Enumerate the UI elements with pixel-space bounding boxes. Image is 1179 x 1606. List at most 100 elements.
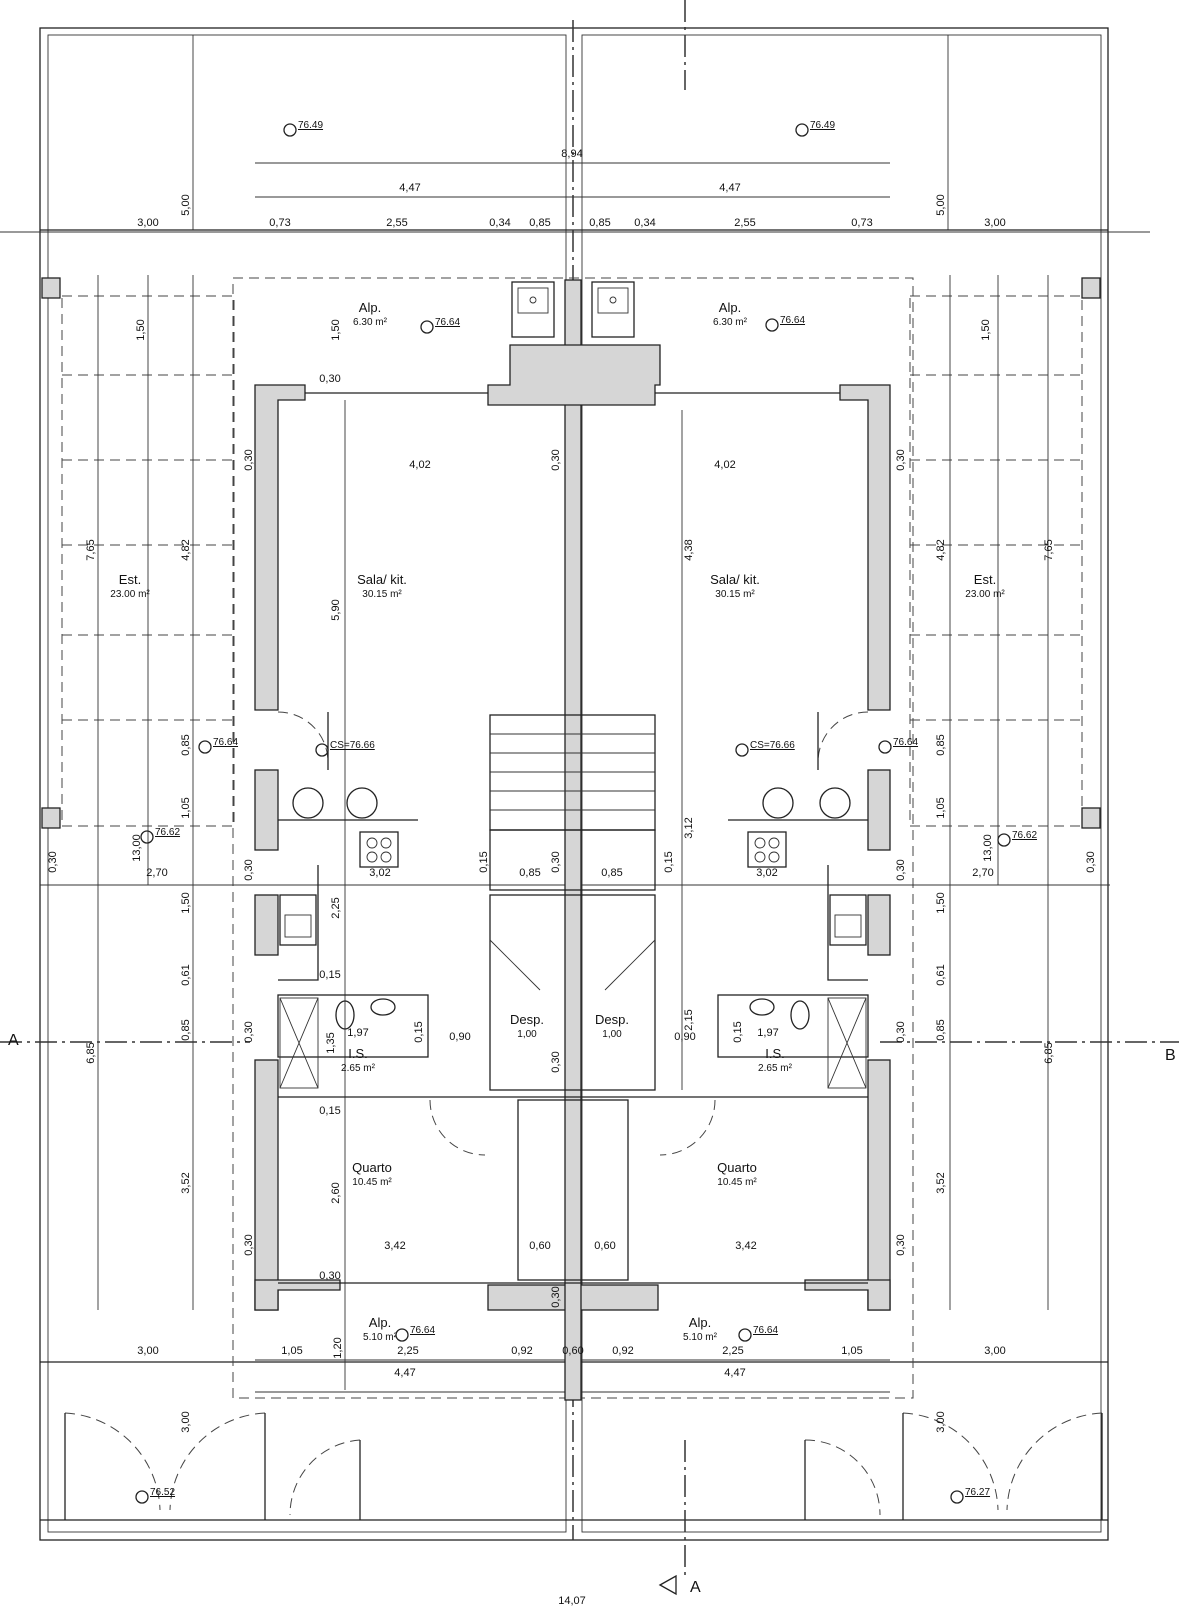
- dimension-label: 3,00: [984, 1345, 1005, 1357]
- room-name: I.S.: [765, 1046, 785, 1061]
- level-label: 76.64: [213, 737, 238, 748]
- dimension-label: 0,30: [319, 373, 340, 385]
- dimension-label: 5,00: [180, 194, 192, 215]
- dimension-label: 3,02: [756, 867, 777, 879]
- door-swings: [64, 711, 1103, 1520]
- dimension-label: 7,65: [1043, 539, 1055, 560]
- dimension-label: 0,85: [589, 217, 610, 229]
- dimension-lines: [0, 162, 1150, 1393]
- level-label: 76.64: [780, 315, 805, 326]
- dimension-label: 3,00: [137, 1345, 158, 1357]
- dimension-label: 0,30: [243, 859, 255, 880]
- room-name: Quarto: [717, 1160, 757, 1175]
- dimension-label: 0,30: [1085, 851, 1097, 872]
- dimension-label: 0,30: [550, 1286, 562, 1307]
- section-mark-label: A: [8, 1032, 19, 1049]
- dimension-label: 3,42: [735, 1240, 756, 1252]
- level-marker-icon: [878, 740, 892, 754]
- dimension-label: 0,85: [180, 734, 192, 755]
- dimension-label: 0,60: [529, 1240, 550, 1252]
- lot-boundary: [39, 27, 1109, 1541]
- room-name: Quarto: [352, 1160, 392, 1175]
- section-mark-label: A: [690, 1579, 701, 1596]
- dimension-label: 1,50: [935, 892, 947, 913]
- dimension-label: 0,30: [319, 1270, 340, 1282]
- dimension-label: 0,30: [47, 851, 59, 872]
- level-label: 76.64: [435, 317, 460, 328]
- dimension-label: 3,00: [137, 217, 158, 229]
- dimension-label: 0,30: [243, 1021, 255, 1042]
- room-area: 5.10 m²: [683, 1332, 718, 1343]
- room-name: Desp.: [595, 1012, 629, 1027]
- dimension-label: 0,15: [413, 1021, 425, 1042]
- dimension-label: 0,92: [612, 1345, 633, 1357]
- dimension-label: 0,30: [550, 1051, 562, 1072]
- level-label: CS=76.66: [750, 740, 795, 751]
- dimension-label: 0,30: [895, 449, 907, 470]
- dimension-label: 1,05: [841, 1345, 862, 1357]
- dimension-label: 0,60: [594, 1240, 615, 1252]
- dimension-label: 1,50: [980, 319, 992, 340]
- level-label: 76.62: [155, 827, 180, 838]
- level-marker-icon: [315, 743, 329, 757]
- dimension-label: 0,73: [851, 217, 872, 229]
- level-label: 76.64: [410, 1325, 435, 1336]
- dimension-label: 0,85: [935, 1019, 947, 1040]
- dimension-label: 3,52: [935, 1172, 947, 1193]
- dimension-label: 0,15: [319, 969, 340, 981]
- dimension-label: 1,97: [757, 1027, 778, 1039]
- dimension-label: 3,00: [180, 1411, 192, 1432]
- room-area: 23.00 m²: [965, 589, 1005, 600]
- dimension-label: 6,85: [1043, 1042, 1055, 1063]
- dimension-label: 0,92: [511, 1345, 532, 1357]
- dimension-label: 0,30: [550, 851, 562, 872]
- room-area: 30.15 m²: [362, 589, 402, 600]
- dimension-label: 0,73: [269, 217, 290, 229]
- dimension-label: 6,85: [85, 1042, 97, 1063]
- dimension-label: 3,00: [935, 1411, 947, 1432]
- room-area: 5.10 m²: [363, 1332, 398, 1343]
- dimension-label: 1,05: [935, 797, 947, 818]
- dimension-label: 0,15: [663, 851, 675, 872]
- dimension-label: 2,60: [330, 1182, 342, 1203]
- room-area: 1,00: [517, 1029, 537, 1040]
- dimension-label: 4,82: [180, 539, 192, 560]
- dimension-label: 0,30: [895, 1021, 907, 1042]
- dimension-label: 3,52: [180, 1172, 192, 1193]
- level-marker-icon: [950, 1490, 964, 1504]
- level-marker-icon: [135, 1490, 149, 1504]
- dimension-label: 1,20: [332, 1337, 344, 1358]
- dimension-label: 0,61: [180, 964, 192, 985]
- dimension-label: 4,02: [714, 459, 735, 471]
- dimension-label: 0,34: [634, 217, 655, 229]
- room-area: 10.45 m²: [717, 1177, 757, 1188]
- dimension-label: 3,42: [384, 1240, 405, 1252]
- dimension-label: 1,35: [325, 1032, 337, 1053]
- room-name: Sala/ kit.: [710, 572, 760, 587]
- dimension-label: 4,82: [935, 539, 947, 560]
- dimension-label: 1,50: [180, 892, 192, 913]
- room-area: 10.45 m²: [352, 1177, 392, 1188]
- dimension-label: 4,47: [724, 1367, 745, 1379]
- dimension-label: 0,85: [935, 734, 947, 755]
- dimension-label: 4,47: [719, 182, 740, 194]
- dimension-label: 0,85: [519, 867, 540, 879]
- level-marker-icon: [395, 1328, 409, 1342]
- room-name: Alp.: [369, 1315, 391, 1330]
- walls: [254, 279, 891, 1401]
- level-label: CS=76.66: [330, 740, 375, 751]
- dimension-label: 2,55: [386, 217, 407, 229]
- dimension-label: 2,25: [722, 1345, 743, 1357]
- room-area: 6.30 m²: [353, 317, 388, 328]
- dimension-label: 13,00: [131, 834, 143, 862]
- room-name: Est.: [119, 572, 141, 587]
- level-marker-icon: [283, 123, 297, 137]
- dimension-label: 4,47: [399, 182, 420, 194]
- dimension-label: 0,30: [895, 1234, 907, 1255]
- level-label: 76.64: [893, 737, 918, 748]
- dimension-label: 2,55: [734, 217, 755, 229]
- dimension-label: 1,97: [347, 1027, 368, 1039]
- dimension-label: 7,65: [85, 539, 97, 560]
